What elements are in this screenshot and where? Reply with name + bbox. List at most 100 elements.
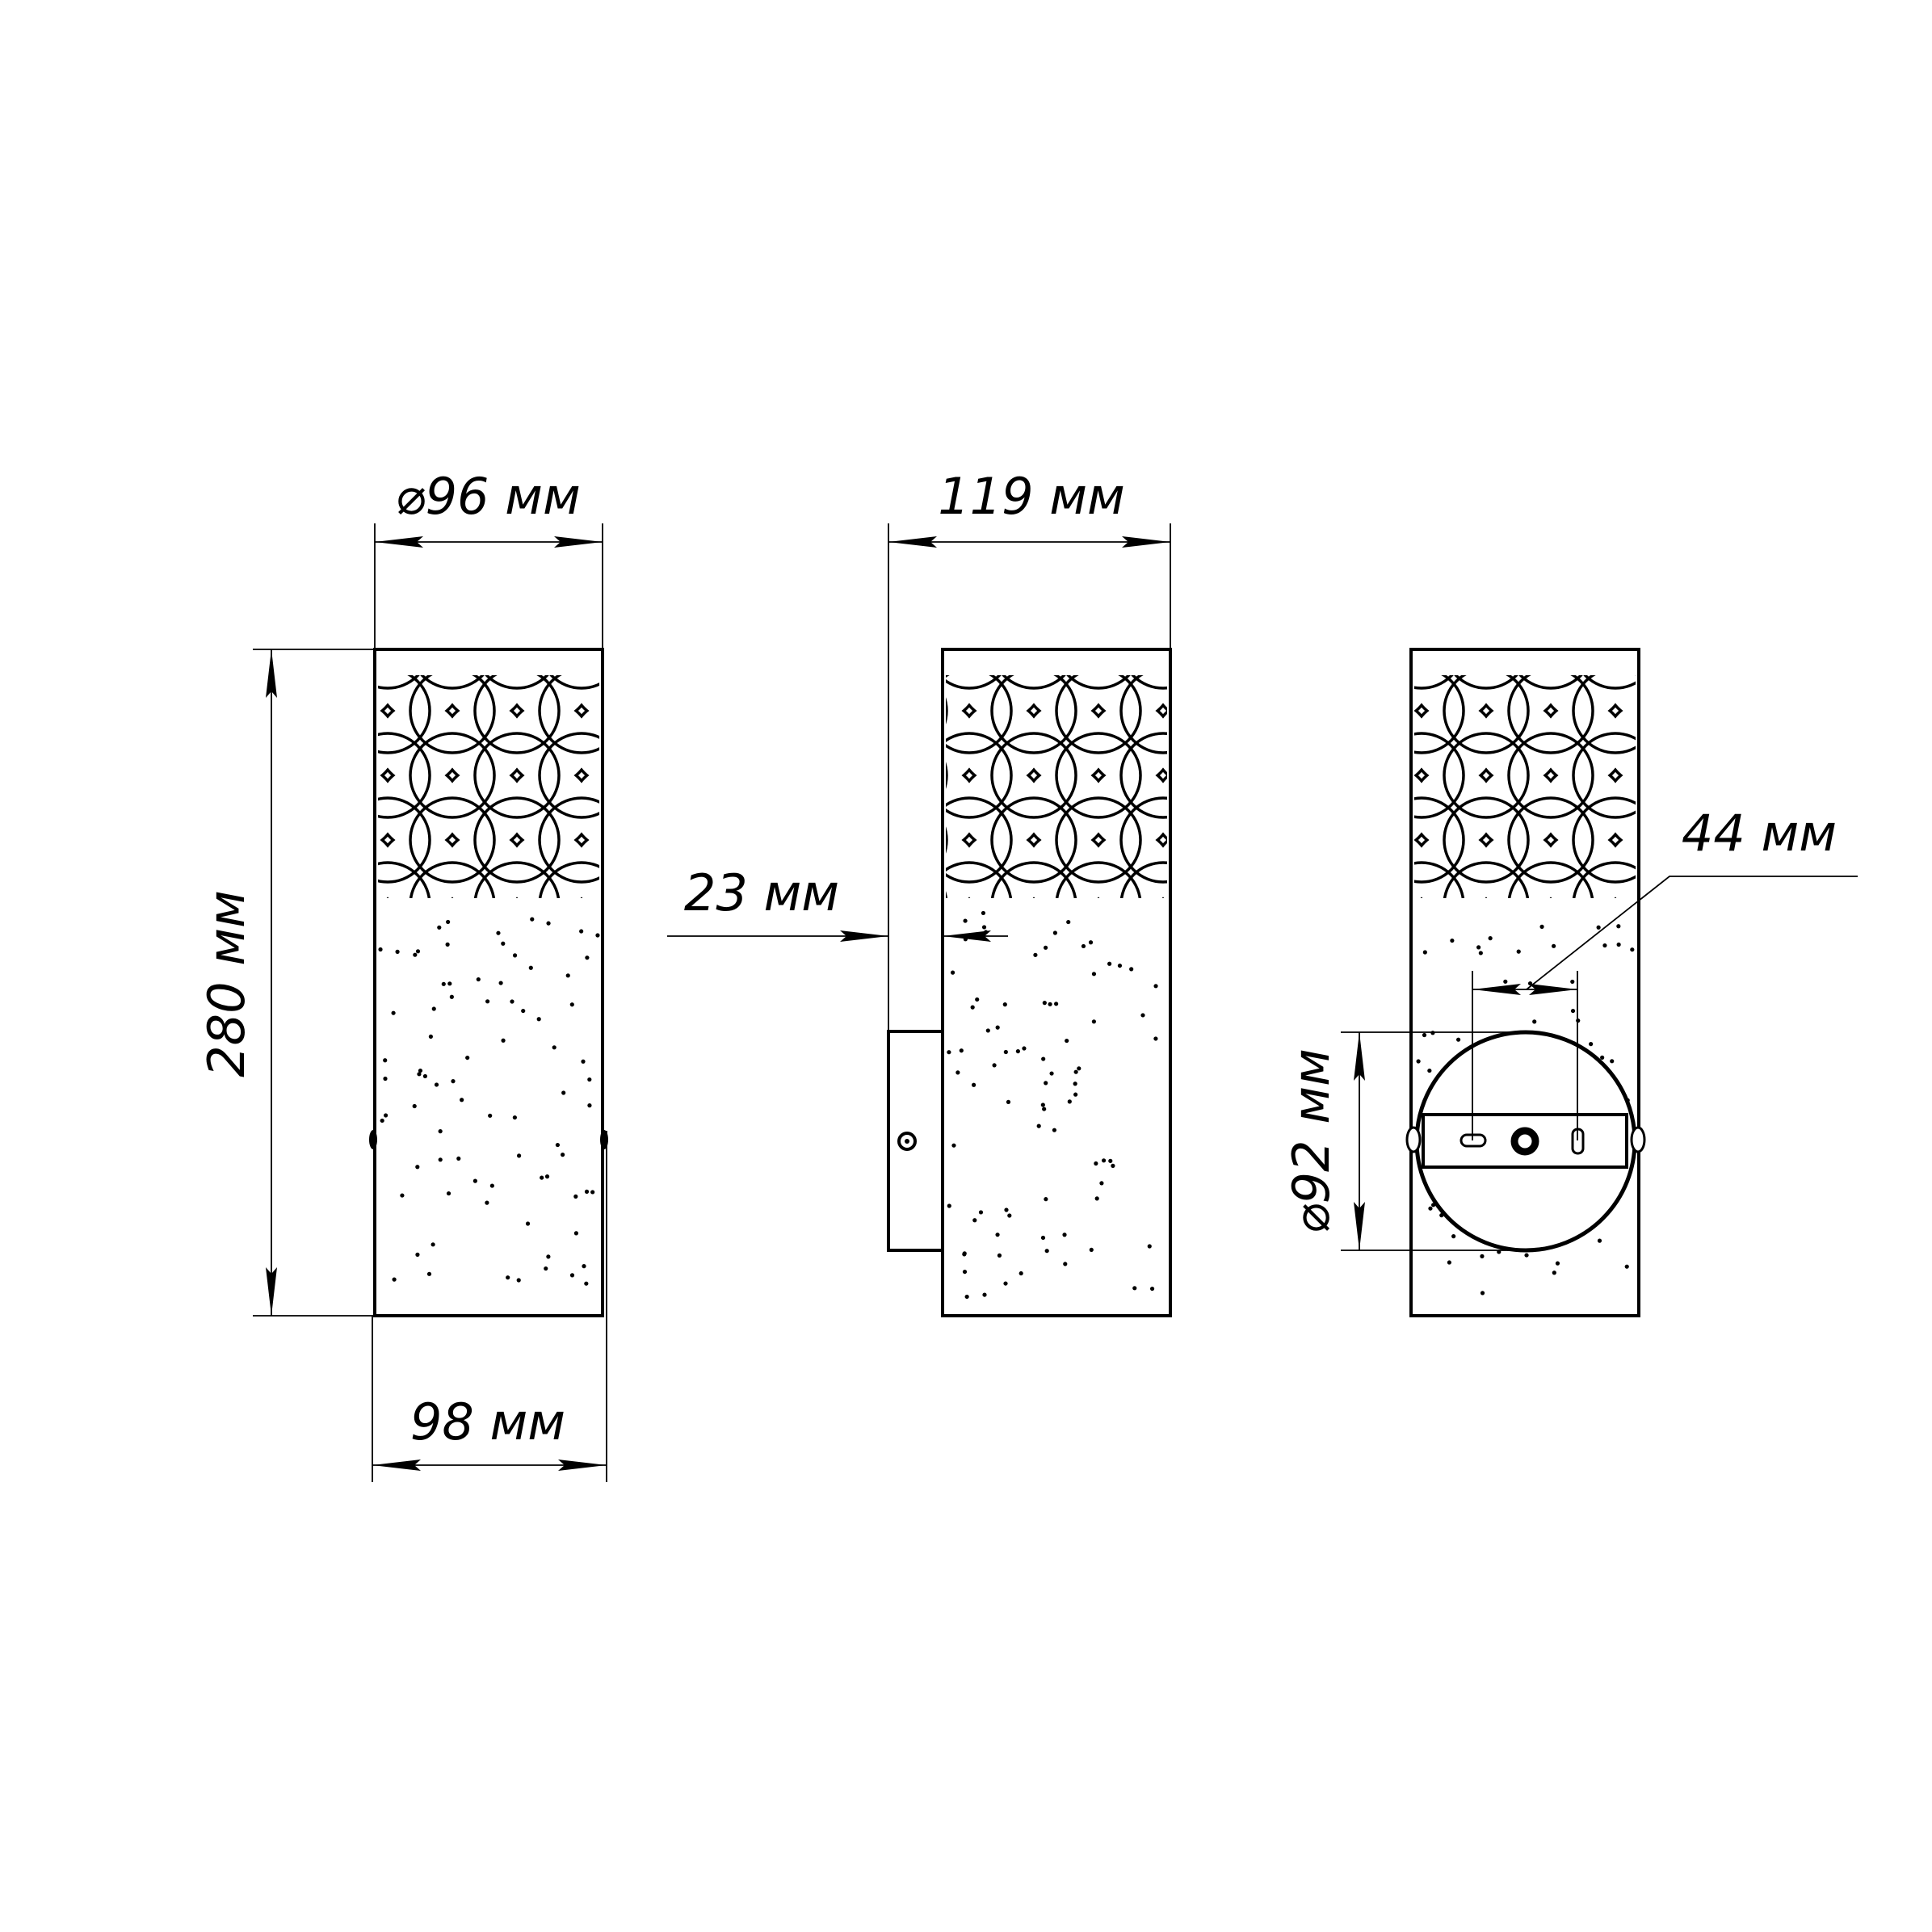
perforation-dot <box>1033 952 1038 957</box>
hole-spacing-label: 44 мм <box>1682 804 1837 863</box>
perforation-dot <box>579 929 584 934</box>
perforation-dot <box>489 1183 494 1188</box>
perforation-dot <box>1516 949 1521 954</box>
perforation-dot <box>498 981 503 985</box>
perforation-dot <box>1589 1042 1594 1047</box>
perforation-dot <box>1117 963 1123 968</box>
width-label: 98 мм <box>410 1392 565 1451</box>
mounting-bracket <box>1422 1113 1628 1169</box>
perforation-dot <box>565 973 570 978</box>
perforation-dot <box>512 953 518 958</box>
perforation-dot <box>573 1231 578 1236</box>
perforation-dot <box>445 942 450 947</box>
perforation-dot <box>582 1264 586 1269</box>
perforation-dot <box>1040 1235 1046 1241</box>
perforation-dot <box>441 981 446 986</box>
perforation-dot <box>1478 951 1483 956</box>
perforation-dot <box>561 1090 566 1095</box>
perforation-dot <box>1488 936 1493 941</box>
perforation-dot <box>1630 947 1635 952</box>
front-view: ⌀96 мм 280 мм 98 мм <box>197 467 608 1482</box>
perforation-dot <box>546 1254 551 1259</box>
perforation-dot <box>383 1058 388 1063</box>
perforation-dot <box>584 1281 589 1286</box>
perforation-dot <box>997 1253 1002 1258</box>
perforation-dot <box>415 1165 420 1170</box>
screw-icon <box>897 1132 917 1151</box>
perforation-dot <box>1422 1032 1427 1038</box>
perforation-dot <box>1422 950 1427 955</box>
perforation-dot <box>1065 1038 1069 1044</box>
perforation-dot <box>1602 943 1607 948</box>
perforation-dot <box>383 1113 388 1118</box>
perforation-dot <box>380 1118 384 1124</box>
perforation-dot <box>995 1025 1000 1030</box>
perforation-dot <box>1132 1286 1137 1291</box>
perforation-dot <box>1476 945 1481 950</box>
perforation-dot <box>1451 1234 1456 1239</box>
perforation-dot <box>1006 1099 1011 1104</box>
perforation-dot <box>391 1010 396 1015</box>
perforation-dot <box>525 1221 531 1226</box>
perforation-dot <box>587 1103 592 1108</box>
perforation-dot <box>1044 1249 1049 1254</box>
perforation-dot <box>1524 1253 1529 1258</box>
perforation-dot <box>1107 961 1112 966</box>
perforation-dot <box>1018 1270 1023 1276</box>
perforation-dot <box>1048 1002 1052 1006</box>
perforation-dot <box>506 1275 510 1280</box>
perforation-dot <box>521 1008 526 1014</box>
perforation-dot <box>1063 1262 1068 1266</box>
perforation-dot <box>1450 938 1455 943</box>
perforation-dot <box>1111 1163 1115 1168</box>
perforation-dot <box>1624 1264 1629 1269</box>
perforation-dot <box>569 1002 574 1007</box>
perforation-dot <box>1002 1002 1007 1007</box>
perforation-dot <box>1041 1056 1046 1061</box>
perforation-dot <box>561 1153 565 1157</box>
perforation-dot <box>417 1072 422 1077</box>
perforation-dot <box>1077 1066 1082 1071</box>
perforation-dot <box>516 1278 521 1283</box>
perforation-dot <box>595 933 600 938</box>
perforation-dot <box>1147 1244 1152 1249</box>
perforation-dot <box>456 1156 461 1161</box>
perforation-dot <box>985 1028 990 1033</box>
perforation-dot <box>1480 1291 1485 1296</box>
perforation-dot <box>1610 1059 1615 1064</box>
perforation-dot <box>428 1034 434 1040</box>
perforation-dot <box>1153 1036 1158 1041</box>
perforation-dot <box>581 1059 586 1064</box>
perforation-dot <box>1427 1068 1432 1073</box>
perforation-dot <box>1570 1008 1576 1014</box>
perforation-dot <box>528 965 533 970</box>
perforation-dot <box>1052 930 1057 935</box>
perforation-dot <box>569 1273 575 1278</box>
perforation-dot <box>476 976 481 982</box>
perforation-dot <box>413 952 418 957</box>
perforation-dot <box>1596 925 1601 930</box>
perforation-dot <box>981 925 987 930</box>
perforation-dot <box>1052 1128 1057 1132</box>
perforation-dot <box>590 1190 595 1195</box>
perforation-dot <box>951 1143 956 1148</box>
perforation-dot <box>383 1076 388 1082</box>
back-view: 44 мм ⌀92 мм <box>1282 648 1858 1317</box>
perforation-dot <box>512 1115 517 1120</box>
perforation-dot <box>959 1048 964 1053</box>
perforation-dot <box>460 1098 464 1102</box>
perforation-dot <box>1043 945 1048 950</box>
perforation-dot <box>1597 1238 1602 1243</box>
perforation-dot <box>1044 1081 1048 1086</box>
perforation-dot <box>1062 1233 1067 1237</box>
perforation-dot <box>430 1242 435 1247</box>
perforation-dot <box>963 918 968 923</box>
perforation-dot <box>501 1038 506 1043</box>
perforation-dot <box>972 1082 976 1087</box>
perforation-dot <box>465 1055 470 1060</box>
perforation-dot <box>447 981 452 986</box>
perforation-dot <box>415 1252 420 1257</box>
perforation-dot <box>1094 1161 1098 1166</box>
perforation-dot <box>412 1103 417 1109</box>
perforation-dot <box>1044 1197 1048 1202</box>
